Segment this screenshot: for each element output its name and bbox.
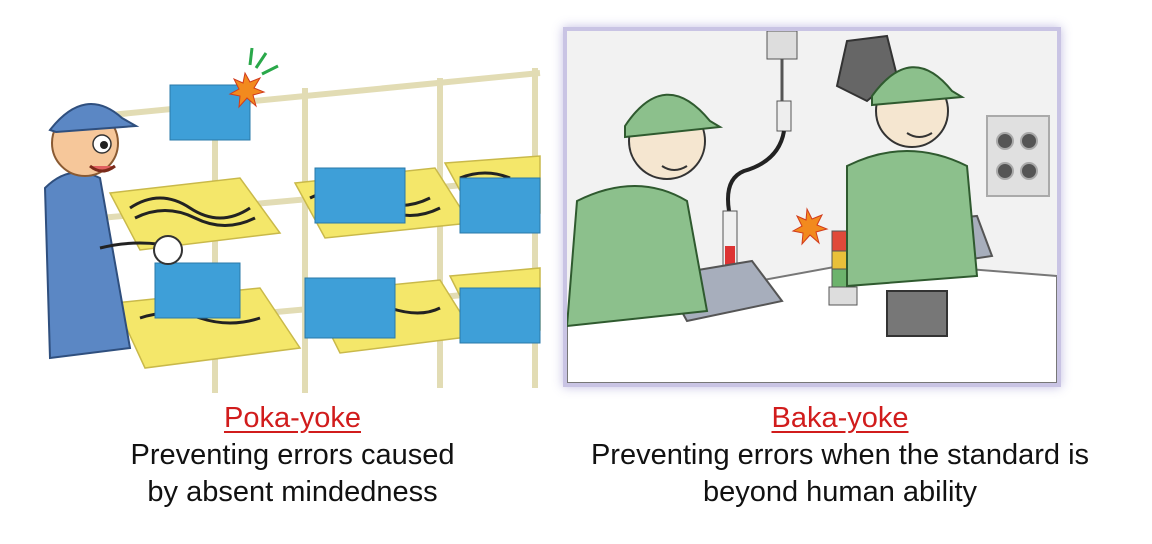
hanging-screwdriver [722, 31, 798, 293]
parts-shelf [986, 115, 1050, 197]
poka-yoke-description-line1: Preventing errors caused [130, 439, 455, 471]
poka-yoke-caption: Poka-yoke Preventing errors caused by ab… [40, 400, 545, 511]
poka-yoke-term: Poka-yoke [223, 402, 361, 434]
baka-yoke-description-line2: beyond human ability [702, 476, 978, 508]
worker-left [567, 93, 724, 328]
baka-yoke-caption: Baka-yoke Preventing errors when the sta… [530, 400, 1150, 511]
worker-right [846, 66, 979, 288]
worker-figure [43, 103, 183, 360]
poka-yoke-illustration [40, 18, 545, 393]
baka-yoke-description-line1: Preventing errors when the standard is [590, 439, 1090, 471]
baka-yoke-term: Baka-yoke [771, 402, 909, 434]
baka-yoke-illustration [563, 27, 1061, 387]
inspection-device [886, 290, 948, 337]
poka-yoke-description-line2: by absent mindedness [147, 476, 438, 508]
bin-labels [154, 84, 541, 344]
alert-spark-icon [228, 47, 279, 109]
